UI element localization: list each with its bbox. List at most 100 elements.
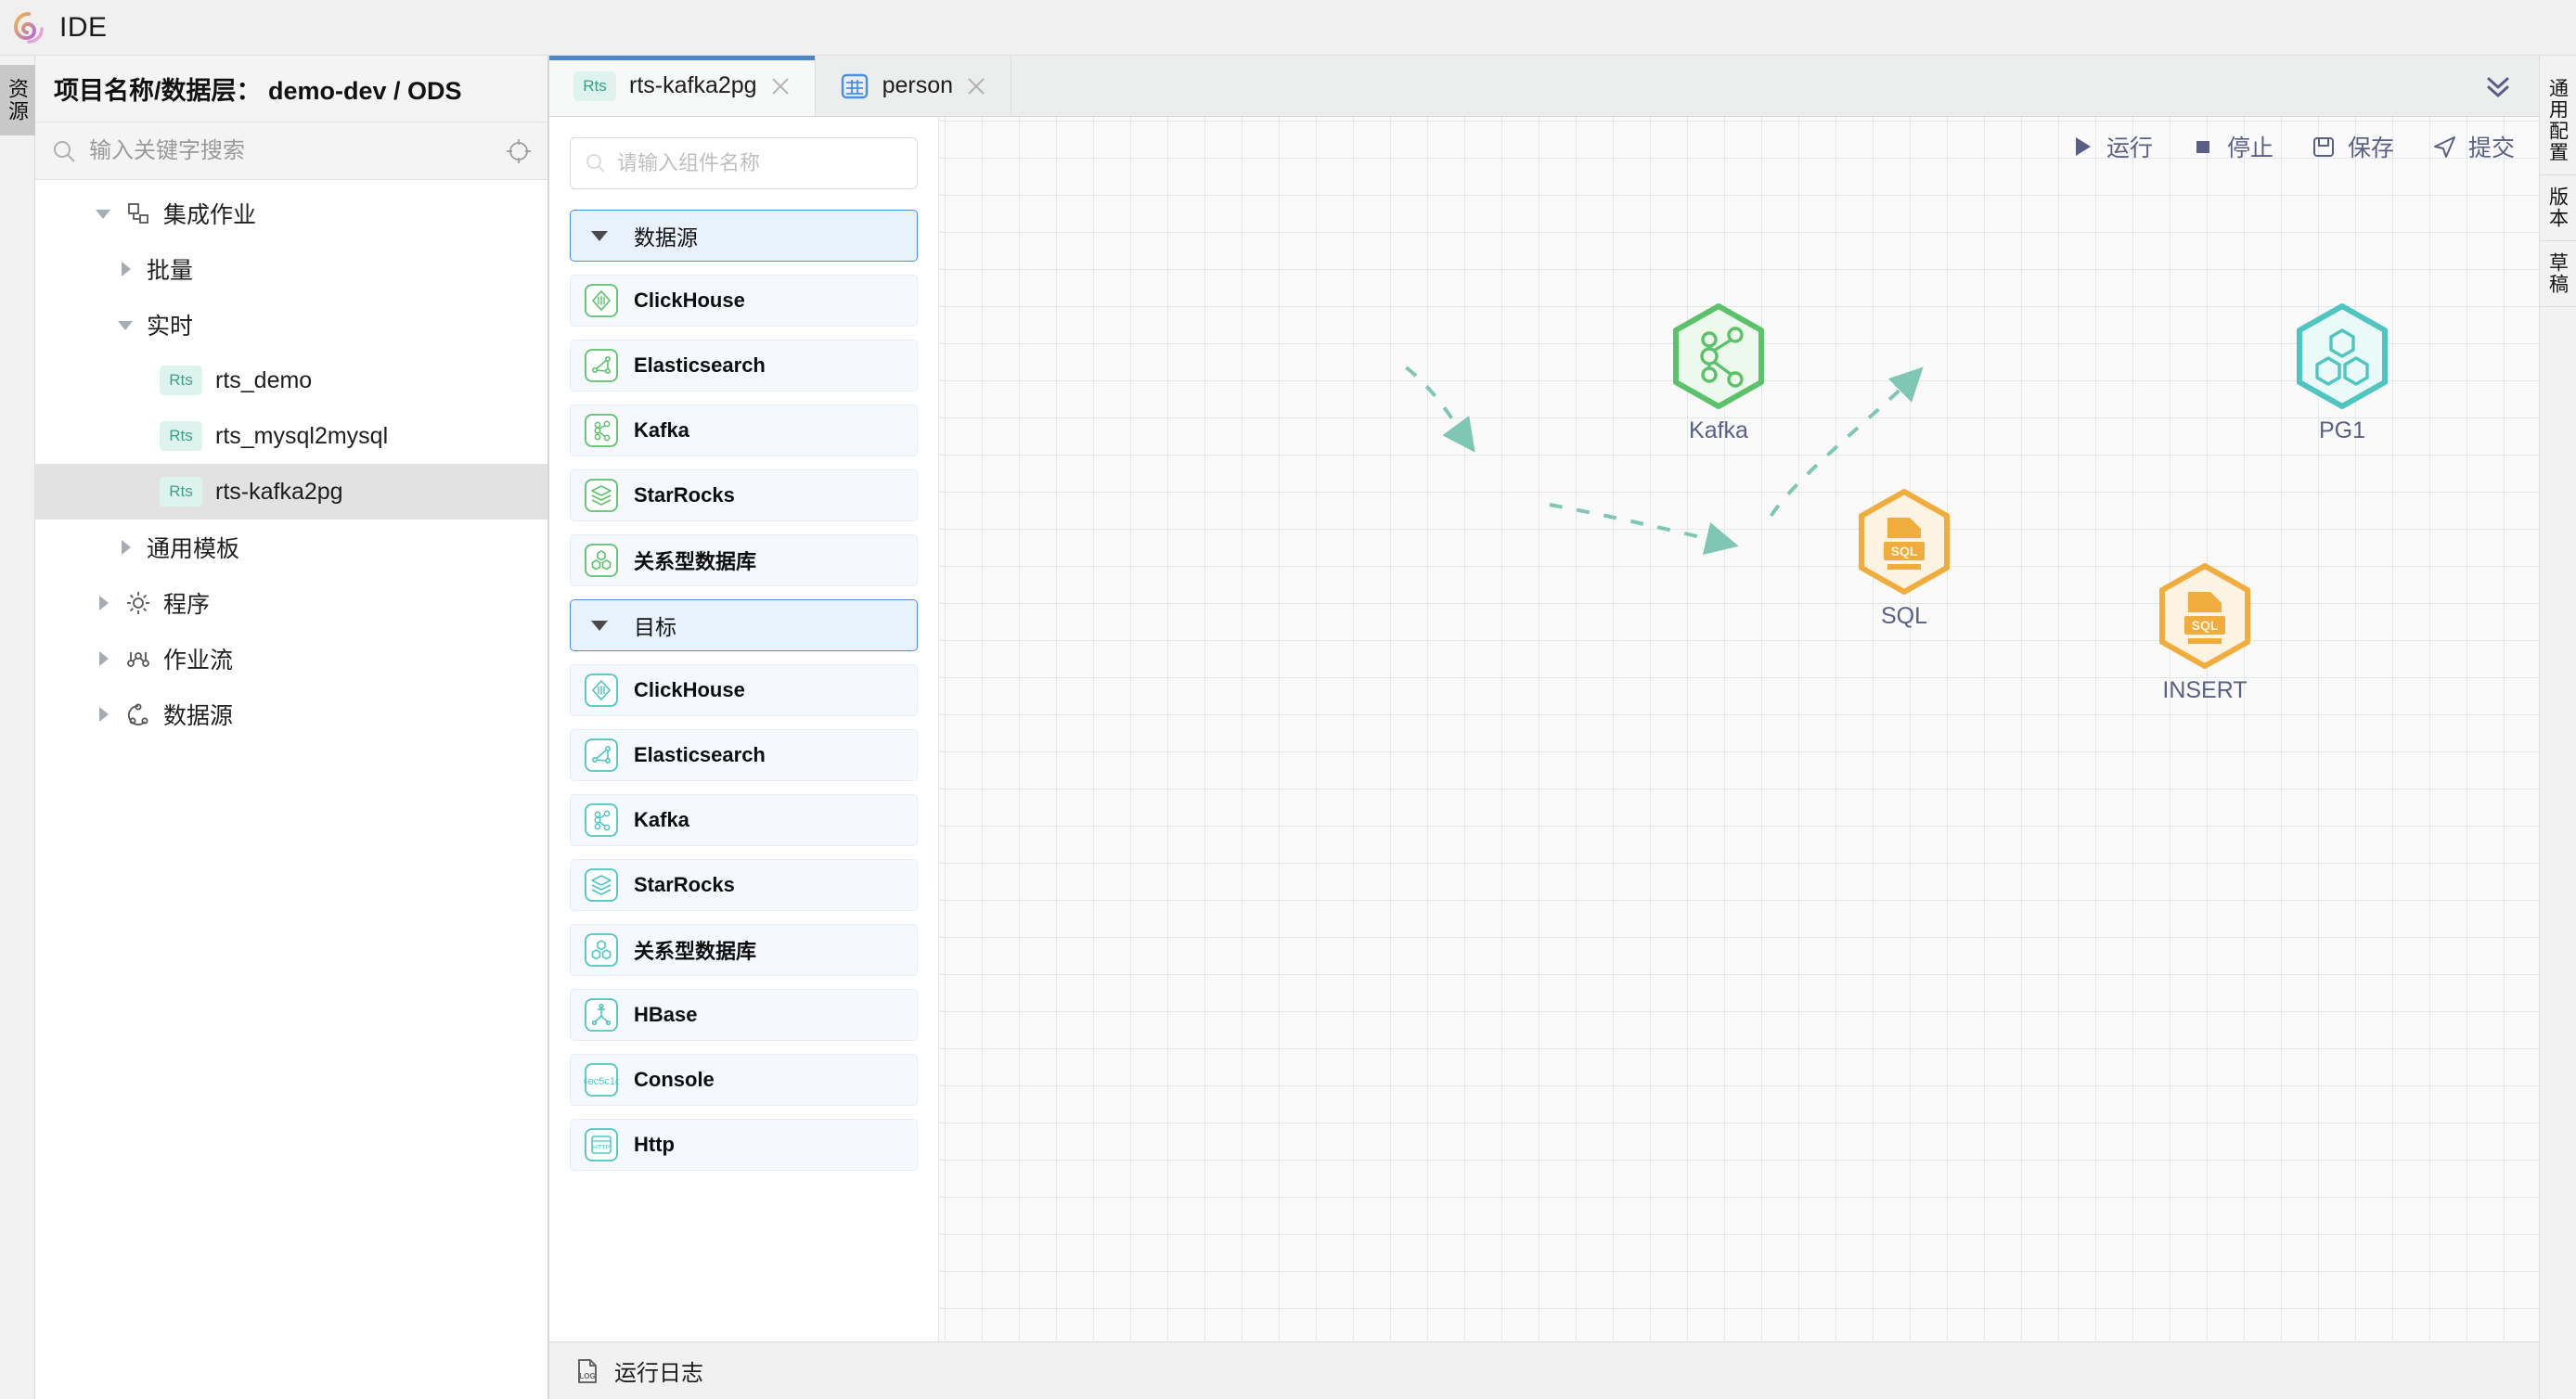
toolbar-button-label: 运行: [2106, 135, 2153, 161]
flow-node-label: Kafka: [1689, 417, 1748, 443]
tree-item-folder[interactable]: 集成作业: [35, 186, 547, 241]
hbase-icon: [584, 997, 619, 1033]
flow-canvas[interactable]: 运行 停止 保存 提交: [939, 117, 2539, 1341]
submit-icon: [2431, 134, 2457, 160]
rail-tab-resources[interactable]: 资源: [0, 65, 35, 135]
editor-tab-label: person: [882, 72, 954, 98]
page-title: 项目名称/数据层： demo-dev / ODS: [35, 56, 547, 122]
toolbar-button-submit[interactable]: 提交: [2431, 130, 2515, 163]
starrocks-icon: [584, 478, 619, 513]
close-icon[interactable]: [966, 76, 986, 96]
flow-node-label: INSERT: [2162, 677, 2248, 703]
palette-item[interactable]: HTTP Http: [570, 1119, 918, 1171]
close-icon[interactable]: [770, 76, 791, 96]
flow-node-kafka[interactable]: Kafka: [1661, 302, 1776, 444]
caret-right-icon[interactable]: [113, 535, 137, 559]
flow-node-label: PG1: [2318, 417, 2366, 443]
rdbms-icon: [2294, 302, 2390, 410]
palette-item[interactable]: ClickHouse: [570, 275, 918, 327]
tree-item-folder[interactable]: 通用模板: [35, 520, 547, 575]
caret-right-icon[interactable]: [113, 257, 137, 281]
tree-item-label: rts_demo: [215, 366, 313, 393]
palette-item[interactable]: HBase: [570, 989, 918, 1041]
toolbar-button-save[interactable]: 保存: [2311, 130, 2394, 163]
integration-job-icon: [124, 199, 152, 227]
palette-item[interactable]: Kafka: [570, 794, 918, 846]
rdbms-icon: [584, 543, 619, 578]
tree-item-folder[interactable]: 程序: [35, 575, 547, 631]
palette-item[interactable]: StarRocks: [570, 469, 918, 521]
component-search-input[interactable]: [617, 151, 902, 175]
palette-collapse-handle[interactable]: [934, 807, 938, 885]
palette-item-label: 关系型数据库: [634, 550, 757, 573]
palette-group-header-2[interactable]: 目标: [570, 599, 918, 651]
toolbar-button-stop[interactable]: 停止: [2190, 130, 2273, 163]
stop-icon: [2190, 134, 2216, 160]
workflow-icon: [124, 645, 152, 673]
svg-text:HTTP: HTTP: [593, 1145, 611, 1151]
palette-item[interactable]: Elasticsearch: [570, 729, 918, 781]
tree-item-label: 实时: [147, 314, 194, 340]
rts-badge: Rts: [573, 71, 616, 101]
palette-item-label: HBase: [634, 1003, 698, 1026]
palette-item[interactable]: StarRocks: [570, 859, 918, 911]
clickhouse-icon: [584, 673, 619, 708]
palette-item[interactable]: ClickHouse: [570, 664, 918, 716]
tabbar-actions: [2479, 56, 2539, 116]
tree-item-label: 批量: [147, 258, 194, 284]
flow-node-sql[interactable]: SQL SQL: [1847, 488, 1962, 630]
palette-item-label: StarRocks: [634, 873, 735, 896]
explorer-search-bar[interactable]: [35, 122, 547, 180]
gear-icon: [124, 589, 152, 617]
locate-target-icon[interactable]: [505, 137, 533, 165]
caret-right-icon[interactable]: [91, 591, 115, 615]
bottom-status-bar[interactable]: LOG 运行日志: [549, 1341, 2539, 1399]
double-chevron-down-icon[interactable]: [2479, 68, 2517, 105]
palette-item[interactable]: #4ec5c1osConsole: [570, 1054, 918, 1106]
right-rail-item-2[interactable]: 版本: [2539, 175, 2576, 241]
palette-item[interactable]: Elasticsearch: [570, 340, 918, 391]
tree-item-folder[interactable]: 数据源: [35, 687, 547, 742]
right-rail-item-3[interactable]: 草稿: [2539, 241, 2576, 307]
right-rail-item-1[interactable]: 通用配置: [2539, 67, 2576, 175]
search-input[interactable]: [89, 137, 492, 164]
flow-node-insert[interactable]: SQL INSERT: [2147, 562, 2262, 704]
tree-item-label: 通用模板: [147, 536, 240, 562]
canvas-toolbar: 运行 停止 保存 提交: [2069, 130, 2515, 163]
editor-tab-2[interactable]: person: [815, 56, 1012, 116]
palette-group-header-1[interactable]: 数据源: [570, 210, 918, 262]
caret-down-icon[interactable]: [113, 313, 137, 337]
palette-item[interactable]: Kafka: [570, 404, 918, 456]
elasticsearch-icon: [584, 348, 619, 383]
sql-file-icon: SQL: [1856, 488, 1952, 596]
toolbar-button-label: 停止: [2226, 135, 2273, 161]
tree-item-label: 集成作业: [163, 202, 257, 228]
palette-item-label: Console: [634, 1068, 715, 1091]
elasticsearch-icon: [584, 738, 619, 773]
palette-item[interactable]: 关系型数据库: [570, 924, 918, 976]
tree-item-folder[interactable]: 作业流: [35, 631, 547, 687]
caret-right-icon[interactable]: [91, 702, 115, 726]
caret-right-icon[interactable]: [91, 647, 115, 671]
flow-node-pg1[interactable]: PG1: [2285, 302, 2400, 444]
palette-item[interactable]: 关系型数据库: [570, 534, 918, 586]
search-icon: [586, 153, 606, 173]
toolbar-button-play[interactable]: 运行: [2069, 130, 2153, 163]
svg-text:LOG: LOG: [579, 1372, 595, 1380]
palette-item-label: ClickHouse: [634, 678, 745, 701]
tree-item-folder[interactable]: 实时: [35, 297, 547, 353]
palette-item-label: Elasticsearch: [634, 743, 766, 766]
http-icon: HTTP: [584, 1127, 619, 1162]
tree-item-folder[interactable]: 批量: [35, 241, 547, 297]
flow-edges: [1405, 366, 1924, 556]
palette-item-label: Http: [634, 1133, 675, 1156]
caret-down-icon[interactable]: [91, 201, 115, 225]
palette-search-bar[interactable]: [570, 137, 918, 189]
search-icon: [52, 139, 76, 163]
